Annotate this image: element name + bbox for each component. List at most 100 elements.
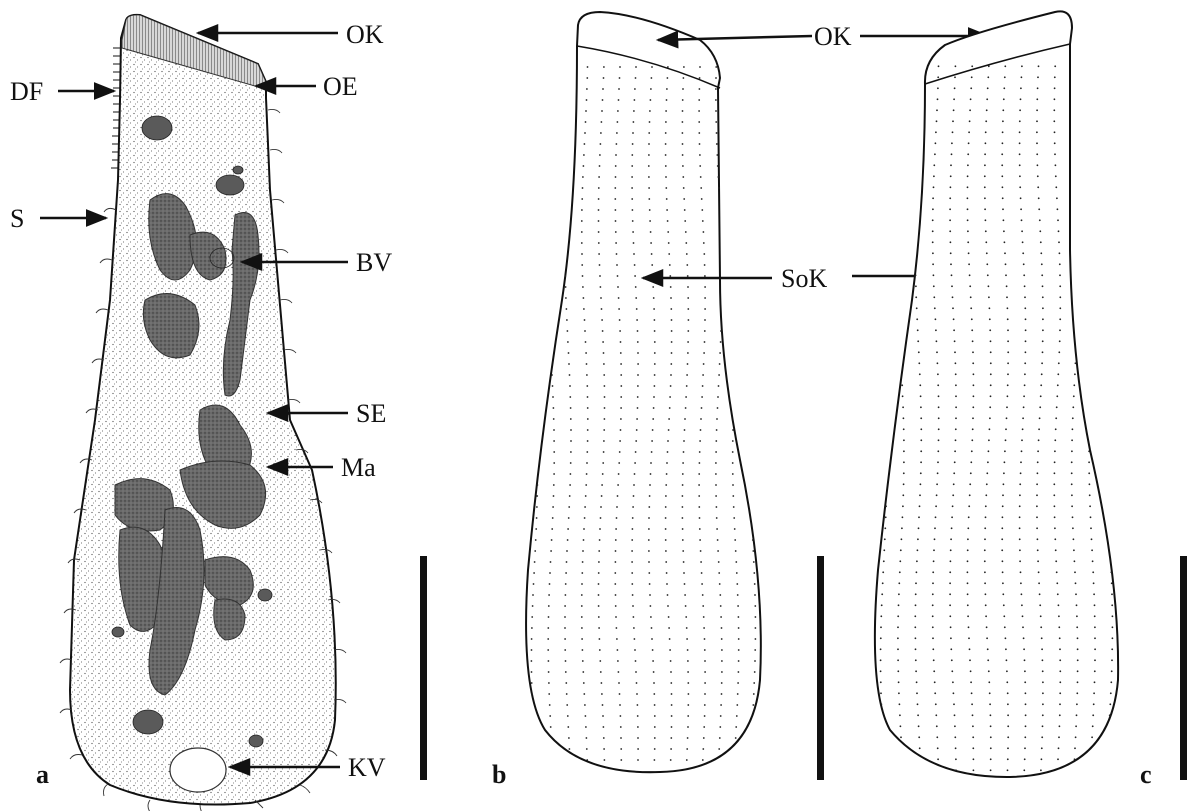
kinety-dot	[715, 495, 717, 497]
kinety-dot	[685, 231, 687, 233]
kinety-dot	[1071, 494, 1073, 496]
kinety-dot	[585, 352, 587, 354]
kinety-dot	[683, 66, 685, 68]
kinety-dot	[902, 505, 904, 507]
kinety-dot	[1002, 197, 1004, 199]
kinety-dot	[972, 747, 974, 749]
kinety-dot	[587, 440, 589, 442]
kinety-dot	[586, 99, 588, 101]
kinety-dot	[985, 505, 987, 507]
kinety-dot	[634, 99, 636, 101]
kinety-dot	[953, 472, 955, 474]
kinety-dot	[553, 473, 555, 475]
kinety-dot	[620, 418, 622, 420]
kinety-dot	[1023, 274, 1025, 276]
kinety-dot	[585, 495, 587, 497]
kinety-dot	[549, 572, 551, 574]
kinety-dot	[967, 593, 969, 595]
kinety-dot	[617, 495, 619, 497]
kinety-dot	[616, 517, 618, 519]
kinety-dot	[531, 682, 533, 684]
kinety-dot	[1025, 318, 1027, 320]
kinety-dot	[704, 649, 706, 651]
kinety-dot	[650, 99, 652, 101]
kinety-dot	[682, 154, 684, 156]
kinety-dot	[883, 560, 885, 562]
kinety-dot	[1075, 362, 1077, 364]
kinety-dot	[631, 165, 633, 167]
kinety-dot	[651, 638, 653, 640]
kinety-dot	[665, 187, 667, 189]
kinety-dot	[587, 418, 589, 420]
kinety-dot	[666, 473, 668, 475]
kinety-dot	[603, 440, 605, 442]
kinety-dot	[635, 77, 637, 79]
kinety-dot	[985, 120, 987, 122]
kinety-dot	[701, 572, 703, 574]
panel-c-cell	[875, 11, 1118, 777]
kinety-dot	[704, 660, 706, 662]
kinety-dot	[898, 681, 900, 683]
kinety-dot	[1007, 758, 1009, 760]
kinety-dot	[738, 616, 740, 618]
kinety-dot	[586, 462, 588, 464]
kinety-dot	[932, 252, 934, 254]
kinety-dot	[1059, 285, 1061, 287]
kinety-dot	[716, 418, 718, 420]
kinety-dot	[972, 736, 974, 738]
kinety-dot	[754, 671, 756, 673]
kinety-dot	[1001, 175, 1003, 177]
kinety-dot	[666, 209, 668, 211]
kinety-dot	[987, 274, 989, 276]
kinety-dot	[547, 638, 549, 640]
kinety-dot	[648, 517, 650, 519]
kinety-dot	[1072, 527, 1074, 529]
kinety-dot	[686, 253, 688, 255]
kinety-dot	[920, 428, 922, 430]
kinety-dot	[619, 330, 621, 332]
kinety-dot	[1058, 230, 1060, 232]
kinety-dot	[1020, 98, 1022, 100]
kinety-dot	[536, 495, 538, 497]
kinety-dot	[1040, 615, 1042, 617]
kinety-dot	[953, 109, 955, 111]
kinety-dot	[918, 516, 920, 518]
kinety-dot	[938, 417, 940, 419]
kinety-dot	[984, 153, 986, 155]
kinety-dot	[951, 516, 953, 518]
kinety-dot	[564, 638, 566, 640]
kinety-dot	[687, 704, 689, 706]
label-bv: BV	[356, 248, 392, 277]
kinety-dot	[1057, 758, 1059, 760]
kinety-dot	[686, 627, 688, 629]
kinety-dot	[1025, 703, 1027, 705]
kinety-dot	[600, 132, 602, 134]
kinety-dot	[586, 77, 588, 79]
kinety-dot	[920, 395, 922, 397]
kinety-dot	[902, 406, 904, 408]
kinety-dot	[547, 627, 549, 629]
kinety-dot	[1005, 263, 1007, 265]
kinety-dot	[915, 285, 917, 287]
kinety-dot	[1073, 384, 1075, 386]
kinety-dot	[583, 154, 585, 156]
kinety-dot	[704, 330, 706, 332]
kinety-dot	[897, 648, 899, 650]
kinety-dot	[1002, 582, 1004, 584]
kinety-dot	[1019, 109, 1021, 111]
kinety-dot	[698, 484, 700, 486]
kinety-dot	[671, 726, 673, 728]
kinety-dot	[585, 110, 587, 112]
kinety-dot	[598, 242, 600, 244]
label-se: SE	[356, 399, 386, 428]
kinety-dot	[601, 682, 603, 684]
kinety-dot	[553, 451, 555, 453]
kinety-dot	[1019, 516, 1021, 518]
kinety-dot	[935, 516, 937, 518]
kinety-dot	[634, 638, 636, 640]
kinety-dot	[600, 297, 602, 299]
kinety-dot	[933, 659, 935, 661]
kinety-dot	[632, 143, 634, 145]
kinety-dot	[1025, 692, 1027, 694]
kinety-dot	[682, 110, 684, 112]
